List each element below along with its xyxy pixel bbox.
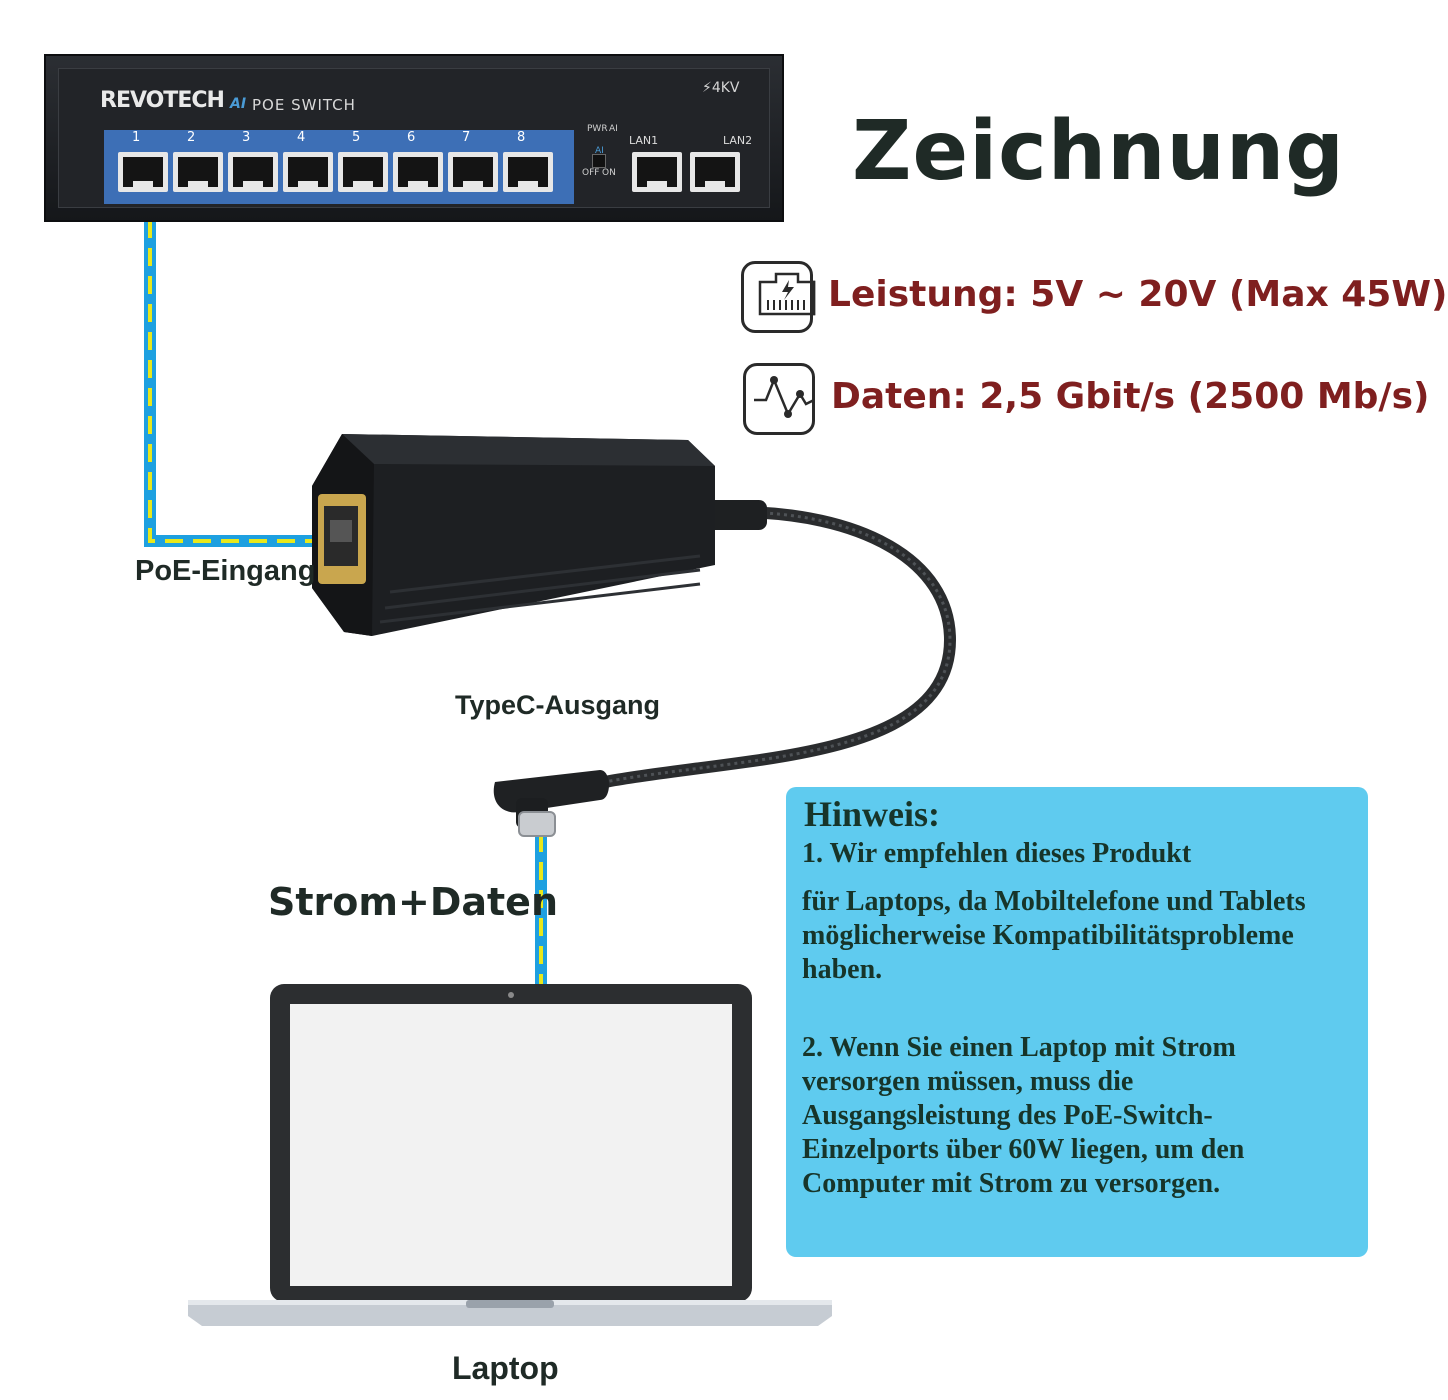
usb-c-plug xyxy=(493,770,609,837)
power-data-label: Strom+Daten xyxy=(268,880,558,924)
note-point-2: 2. Wenn Sie einen Laptop mit Strom verso… xyxy=(802,1032,1245,1199)
laptop-label: Laptop xyxy=(452,1350,559,1386)
data-spec: Daten: 2,5 Gbit/s (2500 Mb/s) xyxy=(831,376,1430,417)
switch-brand-ai: AI xyxy=(230,96,247,112)
poe-port-3 xyxy=(228,152,278,192)
poe-port-8 xyxy=(503,152,553,192)
page-title: Zeichnung xyxy=(852,104,1345,199)
switch-model: POE SWITCH xyxy=(252,96,356,114)
poe-cable xyxy=(144,192,326,547)
on-label: ON xyxy=(602,168,616,178)
port-number: 1 xyxy=(132,130,141,145)
port-number: 3 xyxy=(242,130,251,145)
surge-rating-value: 4KV xyxy=(711,80,740,96)
laptop-illustration xyxy=(188,984,832,1326)
switch-brand: REVOTECH xyxy=(100,88,225,113)
poe-adapter xyxy=(312,434,715,636)
typec-output-label: TypeC-Ausgang xyxy=(455,690,661,720)
note-point-1-line1: 1. Wir empfehlen dieses Produkt xyxy=(802,838,1192,869)
poe-input-label: PoE-Eingang xyxy=(135,555,316,587)
poe-port-6 xyxy=(393,152,443,192)
diagram-canvas xyxy=(144,192,957,1326)
note-title: Hinweis: xyxy=(804,794,941,834)
lan2-label: LAN2 xyxy=(723,134,753,147)
port-number: 7 xyxy=(462,130,471,145)
adapter-cable-boot xyxy=(703,500,767,530)
poe-port-2 xyxy=(173,152,223,192)
port-number: 8 xyxy=(517,130,526,145)
port-number: 5 xyxy=(352,130,361,145)
port-number: 2 xyxy=(187,130,196,145)
ai-switch-label: AI xyxy=(595,146,604,156)
lan1-label: LAN1 xyxy=(629,134,659,147)
ai-toggle[interactable] xyxy=(592,154,606,168)
surge-rating: ⚡4KV xyxy=(702,80,740,96)
note-box: Hinweis: 1. Wir empfehlen dieses Produkt… xyxy=(786,787,1368,1257)
power-icon-box xyxy=(741,261,813,333)
ai-led-label: AI xyxy=(609,124,618,134)
note-point-1-rest: für Laptops, da Mobiltelefone und Tablet… xyxy=(802,886,1306,985)
power-spec: Leistung: 5V ~ 20V (Max 45W) xyxy=(828,274,1448,315)
lan2-port xyxy=(690,152,740,192)
data-icon-box xyxy=(743,363,815,435)
lan1-port xyxy=(632,152,682,192)
poe-port-4 xyxy=(283,152,333,192)
port-number: 4 xyxy=(297,130,306,145)
poe-port-7 xyxy=(448,152,498,192)
poe-port-1 xyxy=(118,152,168,192)
off-label: OFF xyxy=(582,168,600,178)
port-number: 6 xyxy=(407,130,416,145)
pwr-label: PWR xyxy=(587,124,608,134)
poe-port-5 xyxy=(338,152,388,192)
